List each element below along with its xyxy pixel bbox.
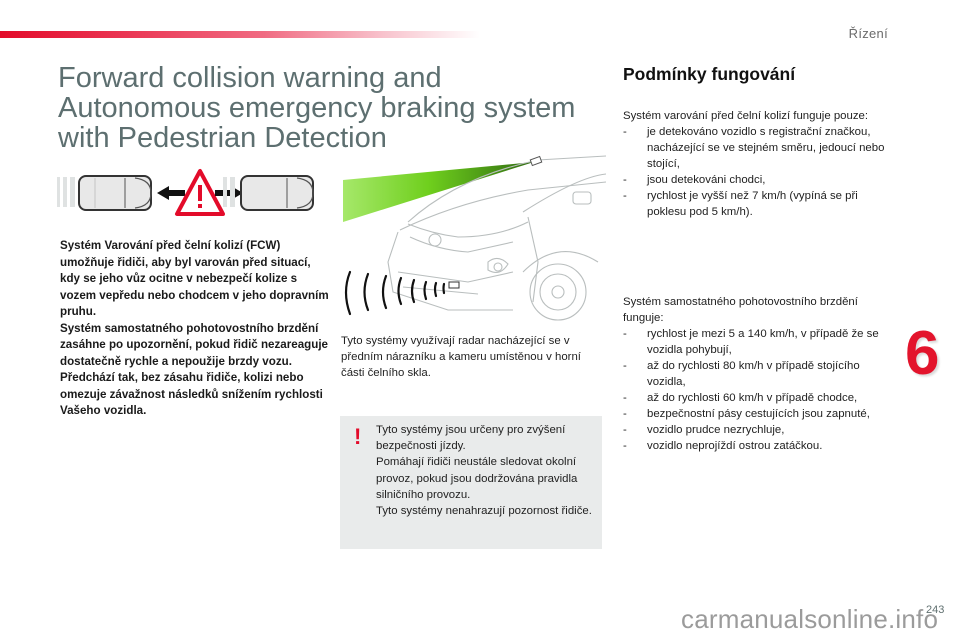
warning-text: Tyto systémy jsou určeny pro zvýšení bez… bbox=[376, 422, 598, 519]
title-line: with Pedestrian Detection bbox=[58, 122, 387, 154]
warning-paragraph: Tyto systémy nenahrazují pozornost řidič… bbox=[376, 505, 592, 518]
radar-description: Tyto systémy využívají radar nacházející… bbox=[341, 333, 603, 381]
camera-icon bbox=[529, 155, 543, 167]
intro-paragraph: Systém Varování před čelní kolizí (FCW) … bbox=[60, 239, 329, 318]
list-item: -až do rychlosti 80 km/h v případě stojí… bbox=[623, 360, 860, 388]
fcw-intro: Systém varování před čelní kolizí funguj… bbox=[623, 110, 869, 122]
bullet-dash: - bbox=[623, 190, 627, 202]
title-line: Autonomous emergency braking system bbox=[58, 92, 576, 124]
bullet-dash: - bbox=[623, 440, 627, 452]
warning-paragraph: Pomáhají řidiči neustále sledovat okolní… bbox=[376, 456, 578, 501]
page-title: Forward collision warning and Autonomous… bbox=[58, 63, 598, 153]
intro-paragraph: Systém samostatného pohotovostního brzdě… bbox=[60, 321, 328, 368]
radar-sensor-icon bbox=[448, 281, 460, 289]
bullet-dash: - bbox=[623, 174, 627, 186]
header-stripe bbox=[0, 31, 480, 38]
section-label: Řízení bbox=[848, 26, 888, 41]
van-right-icon bbox=[240, 175, 314, 211]
list-item: -bezpečnostní pásy cestujících jsou zapn… bbox=[623, 408, 870, 420]
aeb-list: -rychlost je mezi 5 a 140 km/h, v případ… bbox=[623, 326, 898, 454]
list-item: -rychlost je vyšší než 7 km/h (vypíná se… bbox=[623, 190, 858, 218]
bullet-dash: - bbox=[623, 126, 627, 138]
van-left-icon bbox=[78, 175, 152, 211]
list-item: -je detekováno vozidlo s registrační zna… bbox=[623, 126, 885, 170]
list-item: -jsou detekováni chodci, bbox=[623, 174, 766, 186]
arrow-right-icon bbox=[215, 186, 243, 200]
bullet-dash: - bbox=[623, 360, 627, 372]
motion-trail-right bbox=[223, 177, 235, 207]
list-item: -rychlost je mezi 5 a 140 km/h, v případ… bbox=[623, 328, 879, 356]
radar-waves bbox=[344, 270, 446, 316]
camera-cone bbox=[343, 162, 534, 222]
intro-text: Systém Varování před čelní kolizí (FCW) … bbox=[60, 238, 332, 420]
bullet-dash: - bbox=[623, 424, 627, 436]
bullet-dash: - bbox=[623, 408, 627, 420]
list-item: -vozidlo neprojíždí ostrou zatáčkou. bbox=[623, 440, 823, 452]
bullet-dash: - bbox=[623, 328, 627, 340]
chapter-number: 6 bbox=[905, 319, 940, 388]
warning-box: ! Tyto systémy jsou určeny pro zvýšení b… bbox=[340, 416, 602, 549]
title-line: Forward collision warning and bbox=[58, 62, 442, 94]
arrow-left-icon bbox=[157, 186, 185, 200]
warning-paragraph: Tyto systémy jsou určeny pro zvýšení bez… bbox=[376, 424, 566, 453]
radar-paragraph: Tyto systémy využívají radar nacházející… bbox=[341, 335, 581, 379]
bullet-dash: - bbox=[623, 392, 627, 404]
warning-triangle-icon bbox=[175, 169, 225, 216]
watermark: carmanualsonline.info bbox=[681, 604, 939, 634]
conditions-title: Podmínky fungování bbox=[623, 64, 796, 84]
intro-paragraph: Předchází tak, bez zásahu řidiče, kolizi… bbox=[60, 371, 323, 417]
motion-trail-left bbox=[57, 177, 75, 207]
fcw-list: -je detekováno vozidlo s registrační zna… bbox=[623, 124, 898, 220]
cars-diagram bbox=[57, 169, 314, 216]
aeb-conditions: Systém samostatného pohotovostního brzdě… bbox=[623, 294, 898, 454]
aeb-intro: Systém samostatného pohotovostního brzdě… bbox=[623, 296, 858, 324]
exclamation-icon: ! bbox=[354, 424, 362, 449]
fcw-conditions: Systém varování před čelní kolizí funguj… bbox=[623, 108, 898, 220]
list-item: -až do rychlosti 60 km/h v případě chodc… bbox=[623, 392, 858, 404]
page-number: 243 bbox=[926, 604, 945, 616]
list-item: -vozidlo prudce nezrychluje, bbox=[623, 424, 785, 436]
van-sensor-diagram bbox=[343, 155, 606, 321]
van-outline bbox=[387, 155, 606, 321]
